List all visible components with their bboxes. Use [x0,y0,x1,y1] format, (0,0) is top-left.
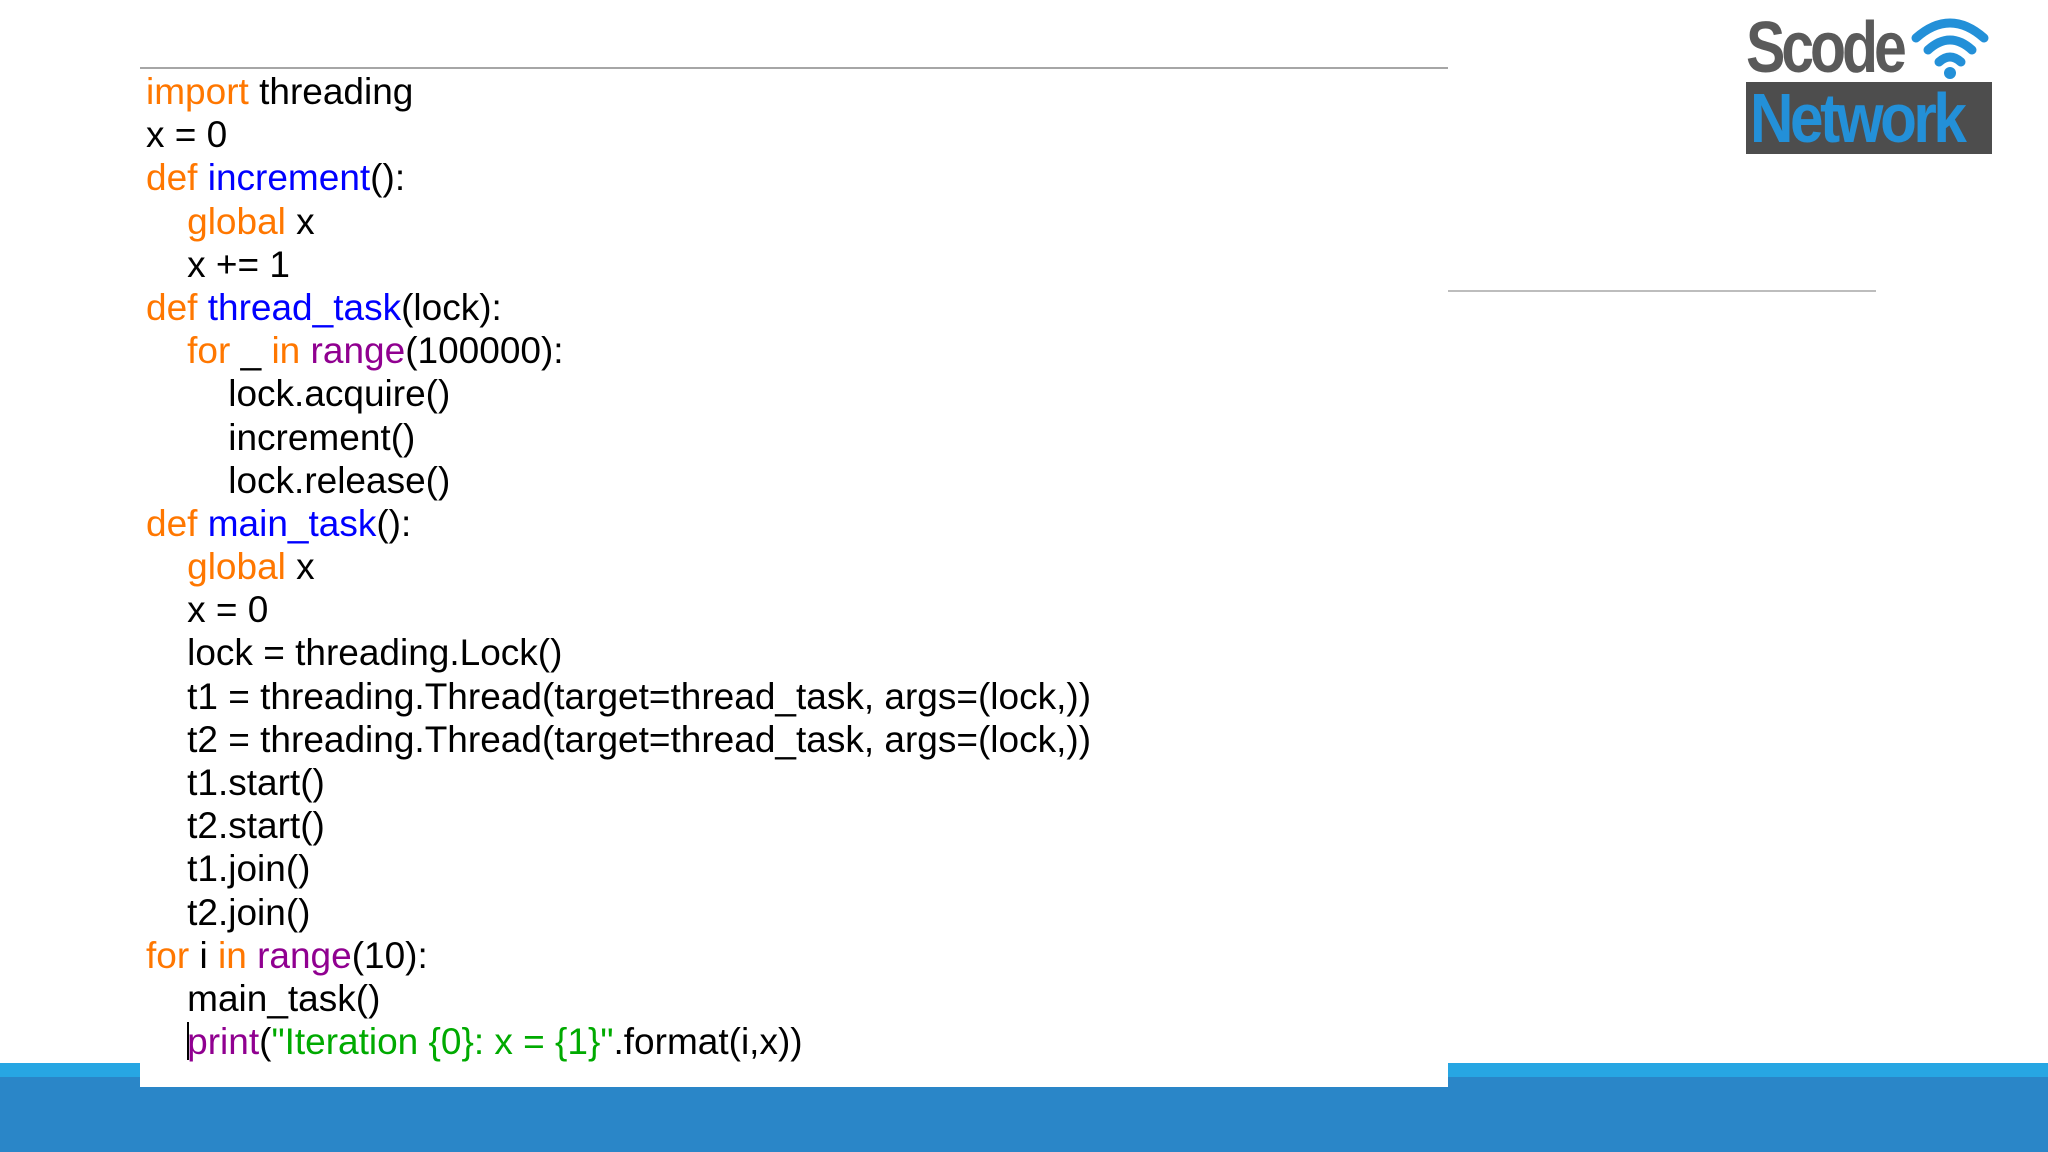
code-line: def thread_task(lock): [146,286,1091,329]
code-token-plain: ( [259,1021,272,1063]
code-token-kw: def [146,286,198,328]
logo-top-text: Scode [1746,8,1907,88]
code-token-plain: t2.start() [146,805,325,847]
code-line: global x [146,545,1091,588]
code-token-kw: for [146,934,190,976]
code-token-plain [146,546,187,587]
code-token-plain: lock.release() [146,459,451,501]
code-line: global x [146,200,1091,243]
code-token-plain: x = 0 [146,589,269,631]
code-token-plain: (lock): [401,286,502,328]
code-token-kw: in [217,934,247,976]
code-token-fn: thread_task [207,286,402,328]
code-line: main_task() [146,977,1091,1020]
code-token-plain: t1 = threading.Thread(target=thread_task… [146,675,1092,717]
code-line: x += 1 [146,243,1091,286]
code-token-plain: main_task() [146,977,381,1019]
code-line: import threading [146,70,1091,113]
code-line: increment() [146,416,1091,459]
code-line: def main_task(): [146,502,1091,545]
code-token-plain: t2.join() [146,891,311,933]
code-token-plain: x [285,546,315,588]
code-token-plain [197,287,207,328]
code-token-plain [197,157,207,198]
code-line: for i in range(10): [146,934,1091,977]
code-token-kw: def [146,502,198,544]
code-line: x = 0 [146,588,1091,631]
wifi-icon [1911,18,1989,79]
code-line: lock = threading.Lock() [146,631,1091,674]
code-token-plain: increment() [146,416,416,458]
code-line: for _ in range(100000): [146,329,1091,372]
code-token-plain: .format(i,x)) [613,1021,803,1063]
code-token-plain: t1.start() [146,762,325,803]
code-token-plain: i [189,934,218,976]
footer-band-dark [0,1077,2048,1152]
code-token-plain: lock.acquire() [146,373,451,415]
code-line: lock.acquire() [146,372,1091,415]
code-line: lock.release() [146,459,1091,502]
code-token-plain [146,1021,187,1062]
code-token-plain: x += 1 [146,243,290,285]
right-divider [1448,290,1876,292]
code-token-plain: t2 = threading.Thread(target=thread_task… [146,718,1092,760]
code-line: t1.start() [146,761,1091,804]
code-token-plain: threading [248,71,414,112]
code-token-plain: _ [230,330,272,372]
code-token-bi: print [187,1021,260,1063]
code-token-plain [197,503,207,544]
code-token-plain: t1.join() [146,848,311,890]
code-token-plain: (): [376,502,412,544]
logo-bottom-text: Network [1750,79,1967,157]
code-line: t2 = threading.Thread(target=thread_task… [146,718,1091,761]
code-token-kw: import [146,71,249,112]
top-divider [140,67,1448,69]
code-token-plain [146,330,187,371]
code-token-plain: (): [370,157,406,199]
code-line: x = 0 [146,113,1091,156]
code-token-plain [146,201,187,242]
code-token-str: "Iteration {0}: x = {1}" [271,1021,614,1063]
code-token-fn: increment [207,157,371,199]
code-token-kw: global [187,200,286,242]
text-cursor [187,1022,190,1061]
code-token-fn: main_task [207,502,377,544]
code-token-plain [300,330,310,371]
code-token-bi: range [257,934,352,976]
scode-network-logo: Scode Network [1746,8,1996,154]
code-token-kw: for [187,330,231,372]
code-line: t2.join() [146,891,1091,934]
code-token-kw: def [146,157,198,199]
logo-bottom-banner: Network [1746,82,1992,154]
code-token-kw: global [187,546,286,588]
code-token-plain: lock = threading.Lock() [146,632,563,674]
code-line: t2.start() [146,804,1091,847]
code-token-plain: (10): [351,934,428,976]
code-line: t1.join() [146,847,1091,890]
code-token-plain: x [285,200,315,242]
code-token-kw: in [271,330,301,372]
code-token-bi: range [310,330,406,372]
code-line: print("Iteration {0}: x = {1}".format(i,… [146,1020,1091,1063]
code-line: t1 = threading.Thread(target=thread_task… [146,675,1091,718]
code-token-plain: x = 0 [146,114,228,156]
code-line: def increment(): [146,156,1091,199]
code-token-plain: (100000): [405,330,564,372]
code-token-plain [247,935,257,976]
